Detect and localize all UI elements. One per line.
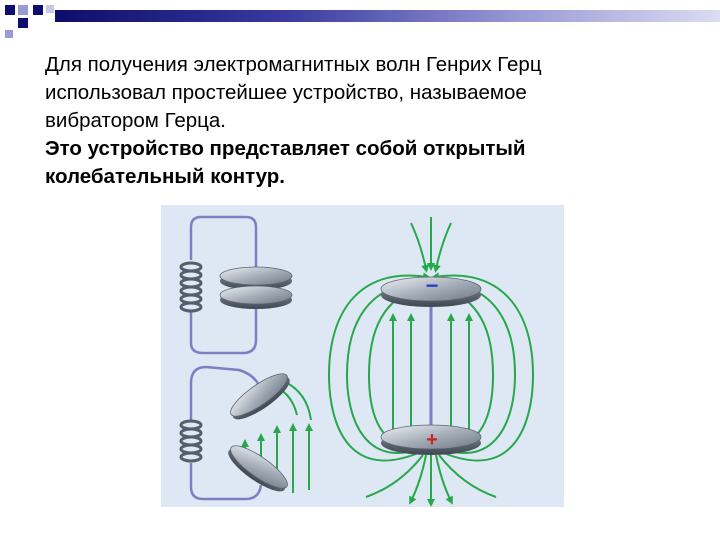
decorative-corner-squares xyxy=(0,0,60,40)
hertz-vibrator-illustration: − + xyxy=(179,215,535,507)
field-lines-dipole xyxy=(327,217,535,507)
minus-sign: − xyxy=(426,273,439,298)
text-line-1: Для получения электромагнитных волн Генр… xyxy=(45,53,542,76)
bold-text-line-1: Это устройство представляет собой открыт… xyxy=(45,137,526,160)
decorative-top-bar xyxy=(55,10,720,22)
closed-circuit xyxy=(179,215,258,355)
text-line-3: вибратором Герца. xyxy=(45,109,226,132)
opening-circuit xyxy=(179,365,313,501)
text-line-2: использовал простейшее устройство, назыв… xyxy=(45,81,527,104)
dipole-plate-top xyxy=(380,276,482,307)
slide-text: Для получения электромагнитных волн Генр… xyxy=(45,51,685,191)
plus-sign: + xyxy=(426,429,438,451)
coil-bottom xyxy=(179,419,203,463)
coil-top xyxy=(179,261,203,313)
capacitor-plates-top xyxy=(219,266,293,309)
dipole-plate-bottom xyxy=(380,424,482,455)
bold-text-line-2: колебательный контур. xyxy=(45,165,285,188)
hertz-vibrator-figure: − + xyxy=(161,205,564,507)
capacitor-plates-tilted xyxy=(228,373,290,492)
